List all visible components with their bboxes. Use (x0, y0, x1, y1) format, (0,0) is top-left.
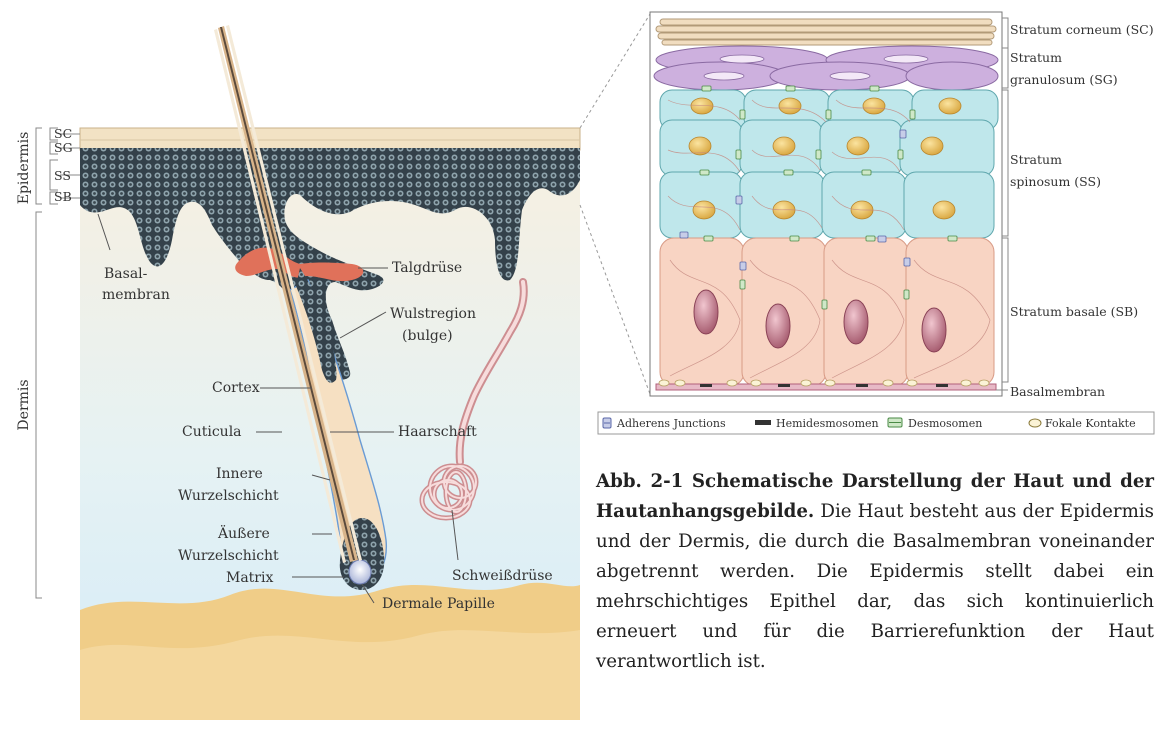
label-stratum-granulosum-line1: Stratum (1010, 50, 1062, 65)
label-basalmembran: Basalmembran (1010, 384, 1105, 399)
label-matrix: Matrix (226, 570, 273, 586)
label-aeussere-line1: Äußere (217, 524, 270, 542)
sg-abbrev: SG (54, 140, 73, 155)
label-cuticula: Cuticula (182, 424, 242, 440)
label-innere-line1: Innere (216, 466, 263, 482)
label-stratum-spinosum-line1: Stratum (1010, 152, 1062, 167)
focal-contact-icon (1029, 419, 1041, 427)
legend-fokale-kontakte: Fokale Kontakte (1045, 417, 1136, 430)
label-stratum-granulosum-line2: granulosum (SG) (1010, 72, 1118, 87)
dermal-papilla (349, 560, 371, 584)
legend-hemidesmosomen: Hemidesmosomen (776, 417, 879, 430)
label-aeussere-line2: Wurzelschicht (178, 548, 279, 564)
sb-abbrev: SB (54, 189, 72, 204)
figure-caption: Abb. 2-1 Schematische Darstellung der Ha… (596, 467, 1154, 677)
label-basalmembran-line1: Basal- (104, 266, 148, 282)
legend-desmosomen: Desmosomen (908, 417, 982, 430)
label-basalmembran-line2: membran (102, 287, 170, 303)
label-innere-line2: Wurzelschicht (178, 488, 279, 504)
legend-adherens: Adherens Junctions (616, 417, 726, 430)
stratum-corneum-cells (656, 19, 996, 45)
label-wulstregion: Wulstregion (390, 306, 476, 322)
label-cortex: Cortex (212, 380, 260, 396)
dermis-label: Dermis (16, 379, 32, 430)
stratum-corneum-band (80, 128, 580, 150)
label-talgdruese: Talgdrüse (392, 260, 462, 276)
ss-abbrev: SS (54, 168, 71, 183)
epidermis-detail: Stratum corneum (SC) Stratum granulosum … (598, 12, 1154, 434)
epidermis-label: Epidermis (16, 132, 32, 205)
label-dermale-papille: Dermale Papille (382, 596, 495, 612)
legend: Adherens Junctions Hemidesmosomen Desmos… (598, 412, 1154, 434)
caption-body: Die Haut besteht aus der Epidermis und d… (596, 501, 1154, 672)
label-stratum-basale: Stratum basale (SB) (1010, 304, 1138, 319)
dermis-bracket (36, 212, 42, 598)
label-haarschaft: Haarschaft (398, 424, 477, 440)
skin-cross-section: Epidermis Dermis SC SG SS SB Basal- memb… (16, 25, 580, 720)
label-stratum-corneum: Stratum corneum (SC) (1010, 22, 1154, 37)
label-bulge: (bulge) (402, 328, 453, 344)
label-stratum-spinosum-line2: spinosum (SS) (1010, 174, 1101, 189)
hemidesmosome-icon (755, 420, 771, 425)
label-schweissdruese: Schweißdrüse (452, 568, 553, 584)
zoom-lines (580, 14, 650, 394)
sc-abbrev: SC (54, 126, 72, 141)
